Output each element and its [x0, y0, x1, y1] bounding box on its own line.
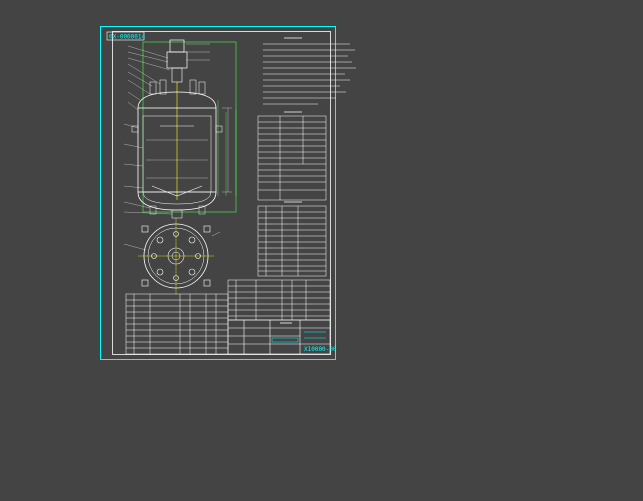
title-block	[227, 319, 331, 355]
vessel-plan-view	[123, 218, 221, 294]
drawing-number: X10000-00	[304, 346, 337, 353]
tag-number: 0X-0000014	[109, 34, 146, 41]
parts-list-left	[125, 293, 229, 355]
vessel-elevation-view	[123, 39, 237, 219]
tag-box: 0X-0000014	[106, 31, 146, 41]
technical-requirements	[263, 37, 356, 105]
parts-list-right	[227, 279, 331, 321]
sheet-frame	[100, 26, 336, 360]
nozzle-table	[257, 201, 327, 277]
design-data-table	[257, 111, 327, 201]
